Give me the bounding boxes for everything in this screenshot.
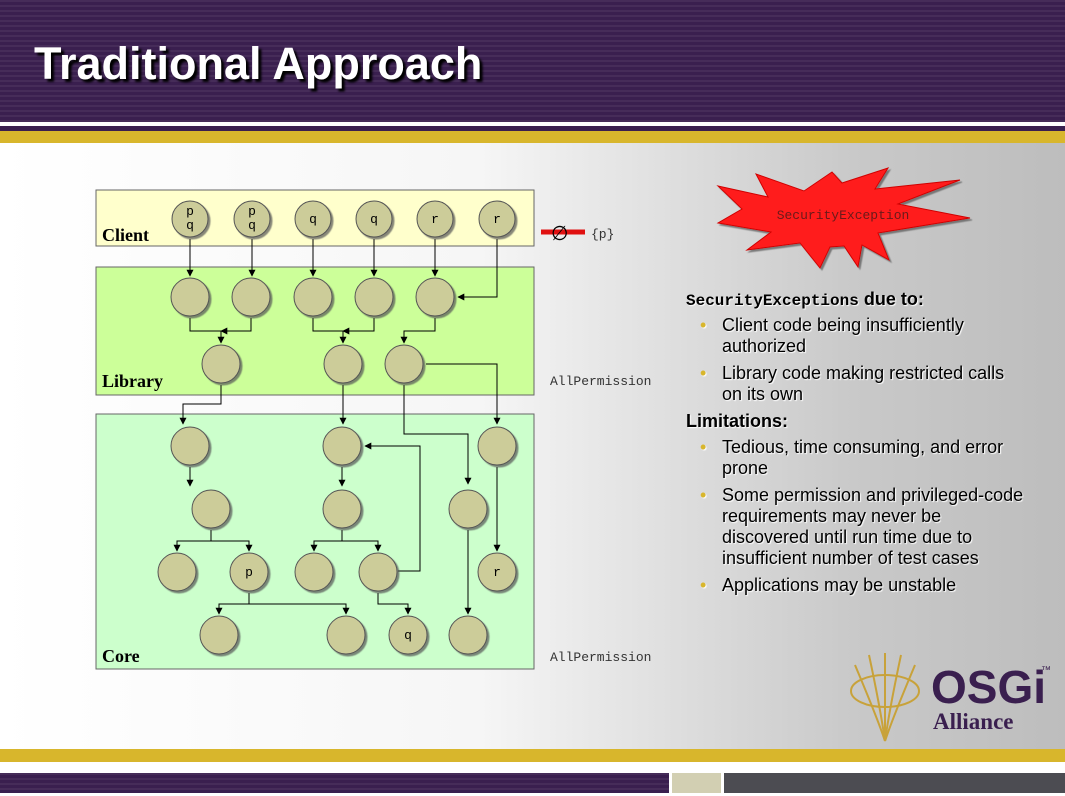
call-wires (173, 239, 501, 615)
node-label: q (248, 218, 256, 233)
header-divider-gold (0, 131, 1065, 143)
list-item: Applications may be unstable (686, 575, 1026, 596)
code-node-icon (322, 426, 362, 466)
code-node-icon (478, 200, 516, 238)
logo-name: OSGi (931, 661, 1046, 713)
core-nodes: p r q (157, 426, 517, 655)
node-label: q (309, 212, 317, 227)
slide-title: Traditional Approach (34, 38, 483, 89)
code-node-icon (448, 489, 488, 529)
osgi-alliance-logo: OSGi ™ Alliance (845, 643, 1055, 743)
code-node-icon (294, 552, 334, 592)
logo-trademark: ™ (1041, 665, 1051, 676)
code-node-icon (448, 615, 488, 655)
node-label: p (248, 204, 256, 219)
client-permission-set: {p} (591, 227, 614, 242)
client-layer-label: Client (102, 225, 149, 245)
exception-burst-icon: SecurityException (716, 167, 971, 269)
node-label: r (493, 212, 501, 227)
code-node-icon (229, 552, 269, 592)
node-label: q (186, 218, 194, 233)
node-label: p (245, 565, 253, 580)
list-item: Some permission and privileged-code requ… (686, 485, 1026, 569)
code-node-icon (415, 277, 455, 317)
code-node-icon (326, 615, 366, 655)
text-content: SecurityExceptions due to: Client code b… (686, 289, 1026, 602)
empty-set-icon: ∅ (551, 221, 568, 245)
logo-mark-icon: OSGi ™ Alliance (850, 653, 1051, 742)
limitations-list: Tedious, time consuming, and error prone… (686, 437, 1026, 596)
code-node-icon (294, 200, 332, 238)
code-node-icon (191, 489, 231, 529)
code-node-icon (199, 615, 239, 655)
code-node-icon (323, 344, 363, 384)
list-item: Client code being insufficiently authori… (686, 315, 1026, 357)
code-node-icon (233, 200, 271, 238)
code-node-icon (171, 200, 209, 238)
library-permission: AllPermission (550, 374, 651, 389)
code-node-icon (384, 344, 424, 384)
header-divider-white (0, 122, 1065, 126)
node-label: r (493, 565, 501, 580)
footer-purple-block (0, 773, 669, 793)
header-divider-purple (0, 126, 1065, 131)
code-node-icon (157, 552, 197, 592)
footer-tan-block (672, 773, 721, 793)
node-label: q (370, 212, 378, 227)
list-item: Library code making restricted calls on … (686, 363, 1026, 405)
code-node-icon (477, 426, 517, 466)
node-label: p (186, 204, 194, 219)
code-node-icon (170, 426, 210, 466)
code-node-icon (477, 552, 517, 592)
code-node-icon (388, 615, 428, 655)
exception-label: SecurityException (777, 208, 910, 223)
code-node-icon (293, 277, 333, 317)
core-layer-label: Core (102, 646, 140, 666)
reasons-list: Client code being insufficiently authori… (686, 315, 1026, 405)
footer-gold-stripe (0, 749, 1065, 762)
code-node-icon (358, 552, 398, 592)
library-nodes (170, 277, 455, 384)
core-permission: AllPermission (550, 650, 651, 665)
exception-class-name: SecurityExceptions (686, 292, 859, 310)
node-label: q (404, 628, 412, 643)
client-nodes: p q p q q q r r (171, 200, 516, 238)
code-node-icon (170, 277, 210, 317)
client-permission: ∅ {p} (541, 221, 614, 245)
library-layer-label: Library (102, 371, 163, 391)
title-bar: Traditional Approach (0, 0, 1065, 122)
code-node-icon (322, 489, 362, 529)
code-node-icon (354, 277, 394, 317)
reasons-heading: SecurityExceptions due to: (686, 289, 1026, 310)
list-item: Tedious, time consuming, and error prone (686, 437, 1026, 479)
limitations-heading: Limitations: (686, 411, 788, 431)
code-node-icon (416, 200, 454, 238)
reasons-heading-rest: due to: (858, 289, 924, 309)
code-node-icon (355, 200, 393, 238)
code-node-icon (201, 344, 241, 384)
node-label: r (431, 212, 439, 227)
footer-grey-block (724, 773, 1065, 793)
code-node-icon (231, 277, 271, 317)
logo-subtitle: Alliance (933, 709, 1014, 734)
